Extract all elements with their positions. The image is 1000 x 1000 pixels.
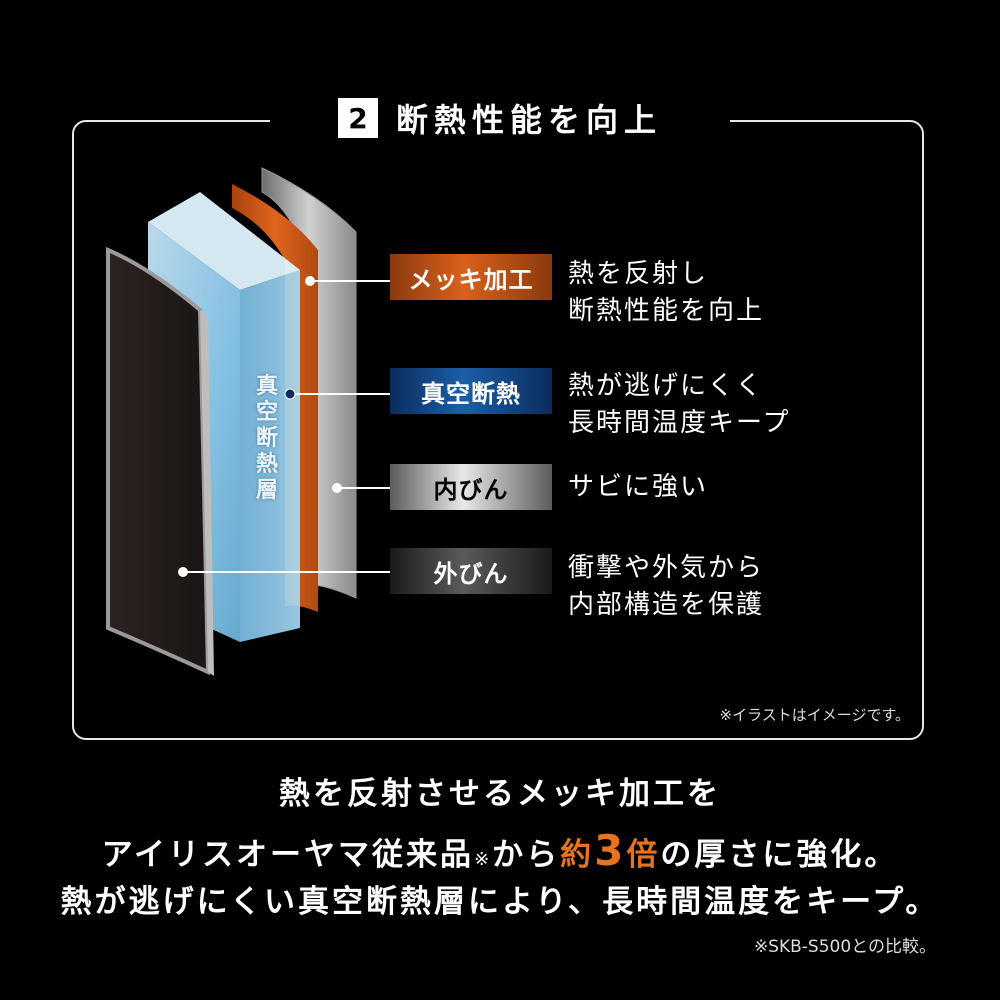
vacuum-layer-top [148, 192, 300, 290]
outer-bottle-shape [106, 246, 211, 676]
illustration-note: ※イラストはイメージです。 [719, 706, 910, 724]
bottom-line-2: アイリスオーヤマ従来品※から約3倍の厚さに強化。 [101, 826, 899, 875]
outer-bottle-label: 外びん [390, 548, 552, 594]
footnote: ※SKB-S500との比較。 [753, 937, 936, 957]
plating-description: 熱を反射し 断熱性能を向上 [568, 259, 765, 326]
outer-bottle-description: 衝撃や外気から 内部構造を保護 [568, 553, 765, 620]
inner-bottle-label: 内びん [390, 464, 552, 510]
vacuum-description: 熱が逃げにくく 長時間温度キープ [568, 371, 791, 438]
section-number-badge: 2 [337, 98, 378, 138]
plating-label: メッキ加工 [390, 254, 552, 300]
bottom-line-1: 熱を反射させるメッキ加工を [279, 776, 721, 812]
section-title-text: 断熱性能を向上 [395, 101, 662, 139]
inner-bottle-description: サビに強い [568, 472, 709, 502]
vacuum-layer-side [240, 270, 300, 642]
vacuum-label: 真空断熱 [390, 368, 552, 414]
vacuum-layer-vertical-text: 真 空 断 熱 層 [255, 374, 278, 503]
bottom-line-3: 熱が逃げにくい真空断熱層により、長時間温度をキープ。 [60, 884, 940, 920]
section-title: 2 断熱性能を向上 [270, 88, 730, 148]
